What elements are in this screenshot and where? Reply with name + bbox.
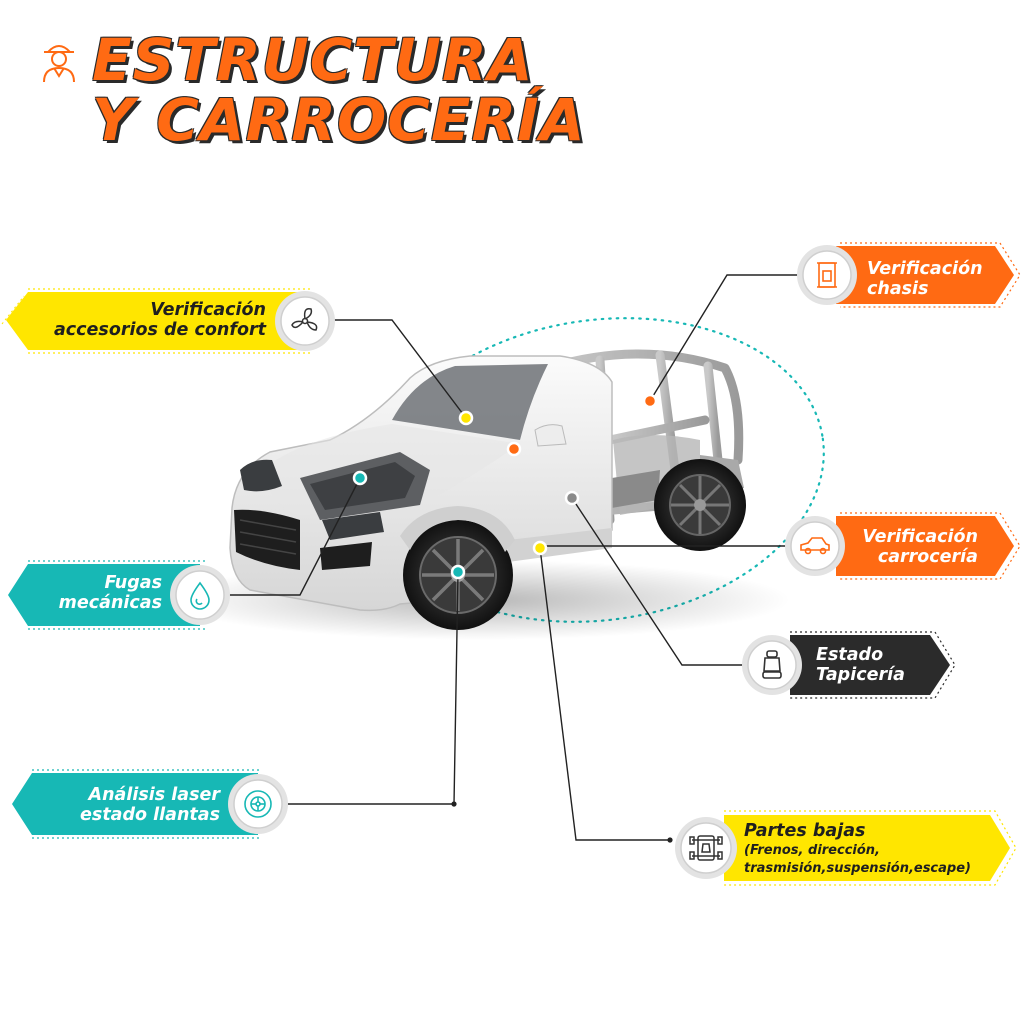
- llantas-line1: Análisis laser: [88, 785, 220, 805]
- leader-lines: [222, 274, 810, 841]
- callout-fugas-text: Fugas mecánicas: [59, 573, 162, 613]
- rear-wheel: [654, 459, 746, 551]
- page-title-line-1: ESTRUCTURA: [92, 26, 534, 94]
- chasis-line1: Verificación: [867, 259, 983, 279]
- hotspot-carroceria[interactable]: [564, 490, 580, 506]
- chassis-column-icon: [817, 262, 837, 288]
- callout-tapiceria-text: Estado Tapicería: [816, 645, 905, 685]
- hotspot-fugas[interactable]: [352, 470, 368, 486]
- page-title-line-2: Y CARROCERÍA: [92, 86, 586, 154]
- partes-line3: trasmisión,suspensión,escape): [744, 861, 971, 876]
- hotspot-llantas[interactable]: [450, 564, 466, 580]
- confort-line2: accesorios de confort: [54, 320, 266, 340]
- callout-chasis[interactable]: [797, 242, 1021, 308]
- hotspot-chasis[interactable]: [642, 393, 658, 409]
- llantas-line2: estado llantas: [80, 805, 220, 825]
- callout-carroceria-text: Verificación carrocería: [862, 527, 978, 567]
- undercarriage-icon: [689, 835, 723, 861]
- fugas-line1: Fugas: [104, 573, 163, 593]
- callout-llantas[interactable]: [12, 769, 288, 839]
- callout-partes[interactable]: [675, 810, 1017, 886]
- partes-line2: (Frenos, dirección,: [744, 843, 880, 858]
- drop-icon: [190, 581, 210, 610]
- callout-confort-text: Verificación accesorios de confort: [54, 300, 266, 340]
- hotspot-markers: [352, 393, 658, 580]
- callout-tapiceria[interactable]: [742, 631, 956, 699]
- fugas-line2: mecánicas: [58, 593, 162, 613]
- callout-chasis-text: Verificación chasis: [867, 259, 983, 299]
- chasis-line2: chasis: [867, 279, 929, 299]
- car-body-icon: [800, 537, 830, 555]
- carroceria-line1: Verificación: [862, 527, 978, 547]
- tire-icon: [244, 790, 272, 818]
- confort-line1: Verificación: [150, 300, 266, 320]
- callout-confort[interactable]: [1, 288, 335, 354]
- callout-carroceria[interactable]: [785, 512, 1021, 580]
- hotspot-tapiceria[interactable]: [506, 441, 522, 457]
- tapiceria-line1: Estado: [816, 645, 884, 665]
- partes-line1: Partes bajas: [744, 821, 866, 841]
- hotspot-confort[interactable]: [458, 410, 474, 426]
- carroceria-line2: carrocería: [877, 547, 978, 567]
- fan-icon: [291, 307, 318, 331]
- tapiceria-line2: Tapicería: [816, 665, 905, 685]
- hotspot-partes[interactable]: [532, 540, 548, 556]
- callout-fugas[interactable]: [8, 560, 230, 630]
- callout-partes-text: Partes bajas (Frenos, dirección, trasmis…: [744, 821, 971, 877]
- callout-llantas-text: Análisis laser estado llantas: [80, 785, 220, 825]
- seat-icon: [762, 650, 782, 679]
- mechanic-icon: [34, 36, 84, 86]
